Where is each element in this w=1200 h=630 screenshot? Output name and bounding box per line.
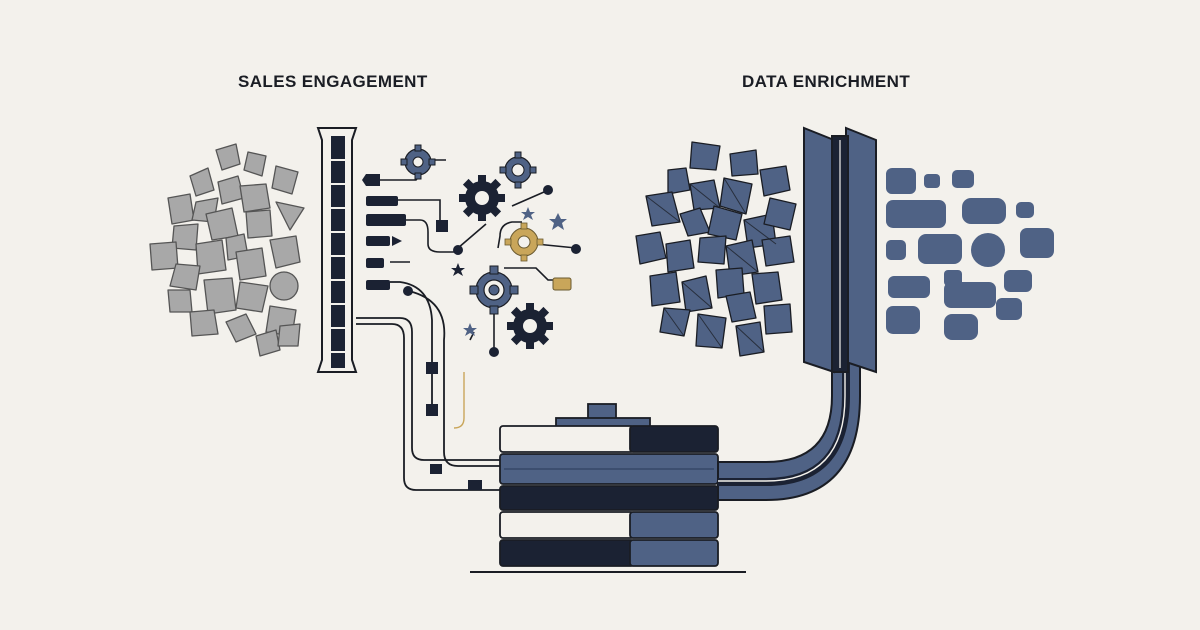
- connector-tabs: [362, 174, 406, 290]
- shape-facets: [645, 177, 777, 353]
- circuit-lines: [380, 159, 577, 348]
- gear-icon: [459, 175, 505, 221]
- raw-data-shapes-left: [149, 143, 305, 357]
- enriched-shapes-faceted: [635, 141, 797, 357]
- gear-icon: [499, 151, 537, 189]
- data-enrichment-heading: DATA ENRICHMENT: [742, 72, 911, 91]
- sales-engagement-heading: SALES ENGAGEMENT: [238, 72, 428, 91]
- sales-engagement-filter: [316, 127, 358, 373]
- data-enrichment-filter: [803, 126, 877, 374]
- gear-icon: [463, 323, 477, 336]
- cable-nodes: [403, 286, 482, 490]
- sales-pipeline-cables: [356, 281, 502, 491]
- gear-icon: [400, 144, 436, 180]
- pipe-icon: [717, 329, 861, 501]
- gear-icon: [521, 207, 535, 220]
- gear-icon: [469, 265, 519, 315]
- gear-icon: [507, 303, 553, 349]
- gear-icon: [504, 222, 544, 262]
- database-stack-icon: [470, 403, 746, 573]
- circuit-nodes: [436, 185, 581, 357]
- gear-icon: [549, 213, 567, 230]
- gear-icon: [451, 263, 465, 276]
- enriched-data-blocks: [886, 168, 1054, 340]
